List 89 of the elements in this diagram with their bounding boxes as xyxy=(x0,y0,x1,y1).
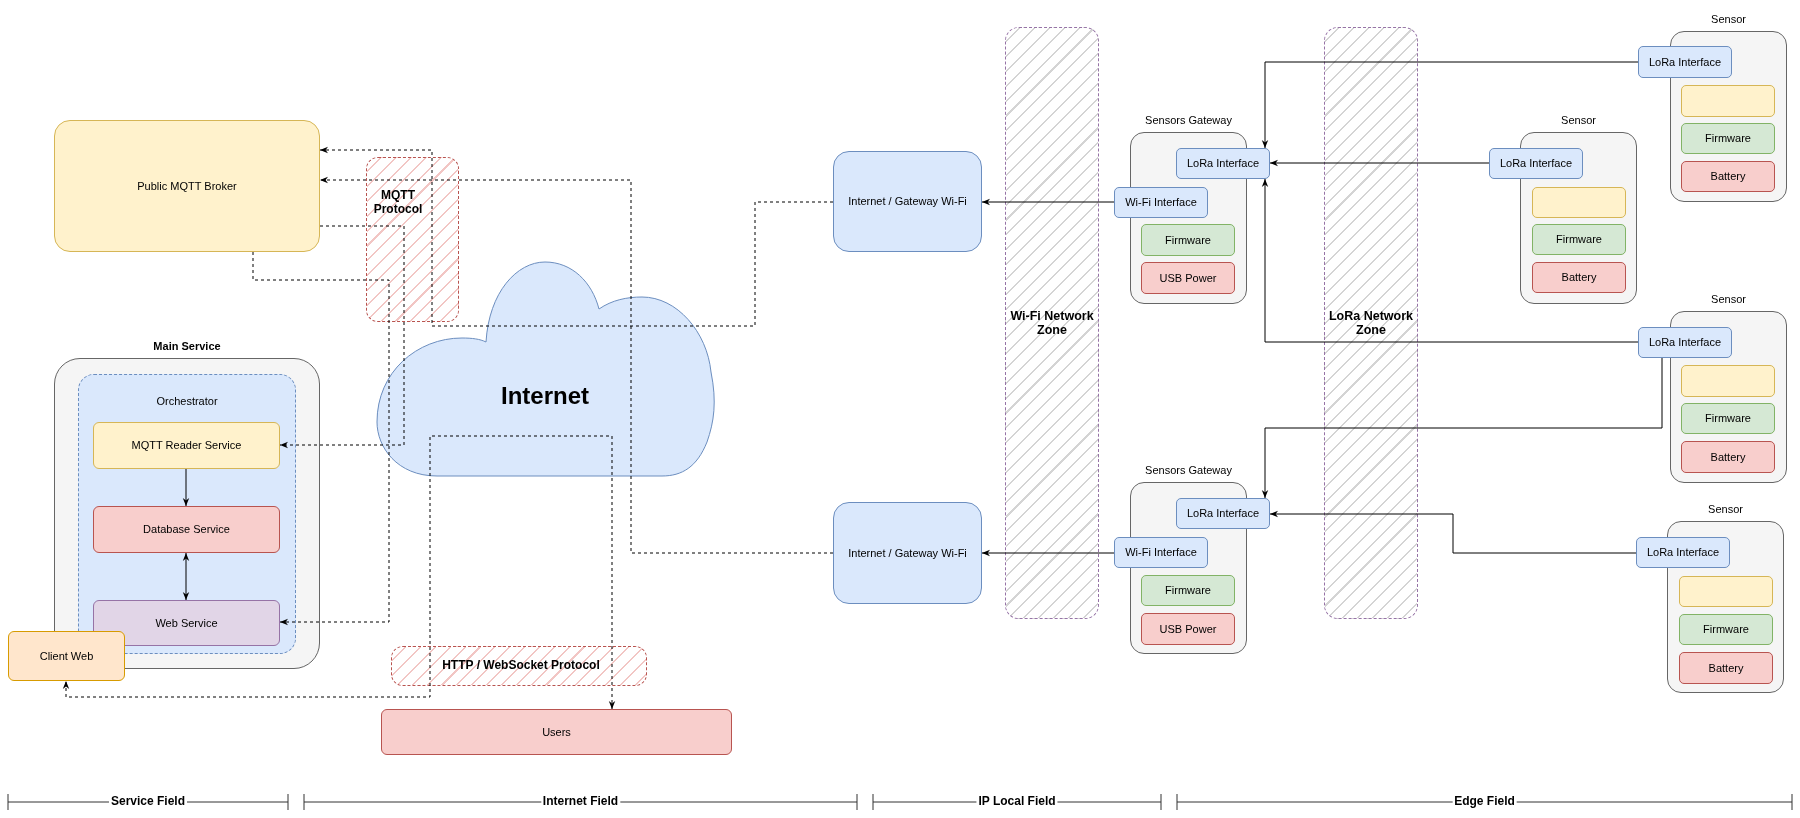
container-title: Sensor xyxy=(1708,503,1743,516)
zone-label: MQTT Protocol xyxy=(373,189,423,217)
box-label: LoRa Interface xyxy=(1646,546,1720,559)
interface-box xyxy=(1114,537,1208,568)
box-label: Client Web xyxy=(39,649,94,663)
box-label: Battery xyxy=(1561,271,1597,284)
client-box xyxy=(8,631,125,681)
orchestrator-container xyxy=(78,374,296,654)
firmware-box xyxy=(1532,224,1626,255)
sensor-module-box xyxy=(1681,365,1775,397)
box-label: USB Power xyxy=(1159,271,1217,285)
power-box xyxy=(1681,441,1775,473)
box-label: Firmware xyxy=(1165,233,1211,247)
interface-box xyxy=(1176,498,1270,529)
power-box xyxy=(1141,613,1235,645)
power-box xyxy=(1679,652,1773,684)
container-title: Main Service xyxy=(153,340,221,353)
zone-label: LoRa Network Zone xyxy=(1326,308,1416,338)
firmware-box xyxy=(1141,224,1235,256)
box-label: Firmware xyxy=(1705,412,1751,425)
box-label: Firmware xyxy=(1705,132,1751,145)
zone-label: HTTP / WebSocket Protocol xyxy=(442,659,600,673)
sensor-module-box xyxy=(1679,576,1773,607)
box-label: Wi-Fi Interface xyxy=(1125,546,1197,559)
power-box xyxy=(1141,262,1235,294)
container-title: Sensors Gateway xyxy=(1145,464,1232,477)
broker-box xyxy=(54,120,320,252)
box-label: LoRa Interface xyxy=(1648,55,1722,69)
box-label: LoRa Interface xyxy=(1648,336,1722,349)
container-title: Sensor xyxy=(1711,293,1746,306)
box-label: Battery xyxy=(1710,450,1746,464)
arrow xyxy=(182,468,190,507)
box-label: Firmware xyxy=(1703,623,1749,636)
field-label: Edge Field xyxy=(1452,794,1517,809)
arrow xyxy=(1269,510,1637,554)
dashed-arrow xyxy=(319,176,834,554)
box-label: Public MQTT Broker xyxy=(137,179,237,193)
zone-label: Wi-Fi Network Zone xyxy=(1007,308,1097,338)
interface-box xyxy=(1489,148,1583,179)
service-box xyxy=(93,506,280,553)
firmware-box xyxy=(1679,614,1773,645)
box-label: Firmware xyxy=(1165,584,1211,597)
box-label: Firmware xyxy=(1556,233,1602,246)
arrow xyxy=(1261,61,1639,149)
firmware-box xyxy=(1681,403,1775,434)
box-label: MQTT Reader Service xyxy=(131,439,242,452)
interface-box xyxy=(1114,187,1208,218)
interface-box xyxy=(1638,46,1732,78)
users-box xyxy=(381,709,732,755)
box-label: Battery xyxy=(1708,661,1744,675)
cloud-label: Internet xyxy=(501,382,589,410)
dashed-arrow xyxy=(319,146,834,327)
dashed-arrow xyxy=(62,435,616,710)
box-label: Internet / Gateway Wi-Fi xyxy=(848,546,967,560)
box-label: Database Service xyxy=(143,523,230,536)
arrow xyxy=(1269,159,1490,167)
power-box xyxy=(1681,161,1775,192)
firmware-box xyxy=(1141,575,1235,606)
gateway-box xyxy=(833,151,982,252)
box-label: Wi-Fi Interface xyxy=(1125,196,1197,209)
box-label: USB Power xyxy=(1159,622,1217,636)
arrow xyxy=(182,552,190,601)
arrow xyxy=(1261,357,1663,499)
interface-box xyxy=(1176,148,1270,179)
box-label: LoRa Interface xyxy=(1186,157,1260,170)
container-title: Sensor xyxy=(1561,114,1596,127)
arrow xyxy=(981,549,1115,557)
box-label: Internet / Gateway Wi-Fi xyxy=(848,195,967,208)
box-label: Battery xyxy=(1710,170,1746,183)
container-title: Sensor xyxy=(1711,13,1746,26)
box-label: LoRa Interface xyxy=(1186,507,1260,520)
sensor-module-box xyxy=(1532,187,1626,218)
firmware-box xyxy=(1681,123,1775,154)
arrow xyxy=(1261,178,1639,343)
box-label: Users xyxy=(542,725,571,739)
dashed-arrow xyxy=(252,251,390,626)
sensor-module-box xyxy=(1681,85,1775,117)
gateway-box xyxy=(833,502,982,604)
box-label: LoRa Interface xyxy=(1499,157,1573,170)
container-title: Sensors Gateway xyxy=(1145,114,1232,127)
container-title: Orchestrator xyxy=(156,395,218,408)
service-box xyxy=(93,422,280,469)
box-label: Web Service xyxy=(155,616,218,630)
service-box xyxy=(93,600,280,646)
dashed-arrow xyxy=(279,225,405,449)
arrow xyxy=(981,198,1115,206)
power-box xyxy=(1532,262,1626,293)
interface-box xyxy=(1638,327,1732,358)
interface-box xyxy=(1636,537,1730,568)
